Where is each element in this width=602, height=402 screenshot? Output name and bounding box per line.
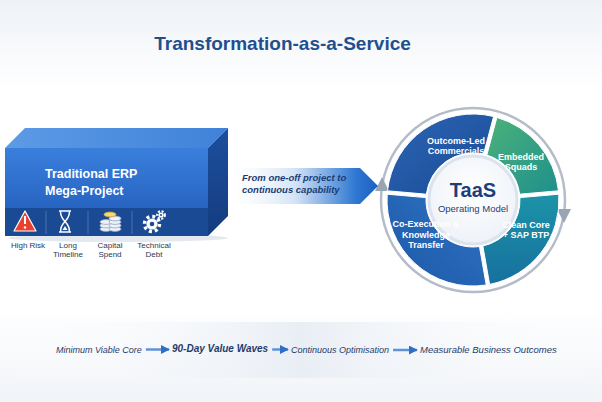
- flow-arrow: [272, 348, 288, 351]
- node-label: Clean Core + SAP BTP: [499, 220, 554, 241]
- segment-arc: [387, 114, 493, 194]
- risk-caption: Long Timeline: [50, 241, 86, 259]
- icon-band: [5, 208, 208, 236]
- flow-step: Measurable Business Outcomes: [420, 343, 557, 357]
- wheel-segment: Outcome-Led Commercials: [378, 105, 568, 295]
- connector-label: From one-off project to continuous capab…: [242, 172, 367, 197]
- wheel-outline: [378, 105, 568, 295]
- footer-band: [0, 322, 602, 378]
- flow-step: Minimum Viable Core: [56, 343, 142, 357]
- node-label: Continuous Optimisation: [291, 343, 389, 357]
- segment-arc: [487, 117, 559, 194]
- cycle-arrowhead: [557, 209, 571, 223]
- segment-arc: [483, 194, 559, 284]
- seg-outline: [378, 105, 568, 295]
- operating-wheel: TaaSOperating Model Outcome-Led Commercia…: [378, 105, 568, 295]
- node-label: Traditional ERP Mega-Project: [45, 166, 157, 200]
- risk-caption: Capital Spend: [91, 241, 129, 259]
- wheel-segment: Clean Core + SAP BTP: [378, 105, 568, 295]
- seg-outline: [378, 105, 568, 295]
- cube-top: [5, 128, 228, 148]
- wheel-segment: Co-Execution & Knowledge Transfer: [378, 105, 568, 295]
- cycle-ring: [381, 108, 565, 292]
- node-label: Minimum Viable Core: [56, 343, 142, 357]
- node-sublabel: Operating Model: [378, 203, 568, 215]
- cell-dividers: [46, 211, 132, 234]
- gear-icon: [145, 211, 165, 231]
- node-label: TaaS: [378, 178, 568, 202]
- flow-arrow: [393, 349, 417, 352]
- node-label: Embedded Squads: [495, 152, 547, 173]
- warning-icon: [14, 211, 36, 231]
- node-label: Co-Execution & Knowledge Transfer: [391, 219, 461, 251]
- coins-icon: [100, 212, 121, 231]
- flow-step: Continuous Optimisation: [291, 343, 389, 357]
- hourglass-icon: [59, 211, 71, 232]
- node-label: 90-Day Value Waves: [172, 342, 268, 356]
- hub-circle: [429, 156, 517, 244]
- node-label: Outcome-Led Commercials: [425, 136, 487, 157]
- cube-shadow: [8, 234, 228, 242]
- cube-side: [208, 128, 228, 236]
- risk-caption: Technical Debt: [134, 241, 174, 259]
- node-label: Measurable Business Outcomes: [420, 343, 557, 357]
- segment-arc: [387, 194, 486, 286]
- transition-arrow: [228, 168, 378, 204]
- seg-outline: [378, 105, 568, 295]
- wheel-segment: Embedded Squads: [378, 105, 568, 295]
- cube-front: [5, 148, 208, 236]
- diagram-title: Transformation-as-a-Service: [0, 32, 565, 56]
- risk-caption: High Risk: [7, 241, 49, 250]
- seg-outline: [378, 105, 568, 295]
- flow-arrow: [146, 348, 169, 351]
- cycle-arrowhead: [375, 177, 389, 191]
- flow-step: 90-Day Value Waves: [172, 342, 268, 356]
